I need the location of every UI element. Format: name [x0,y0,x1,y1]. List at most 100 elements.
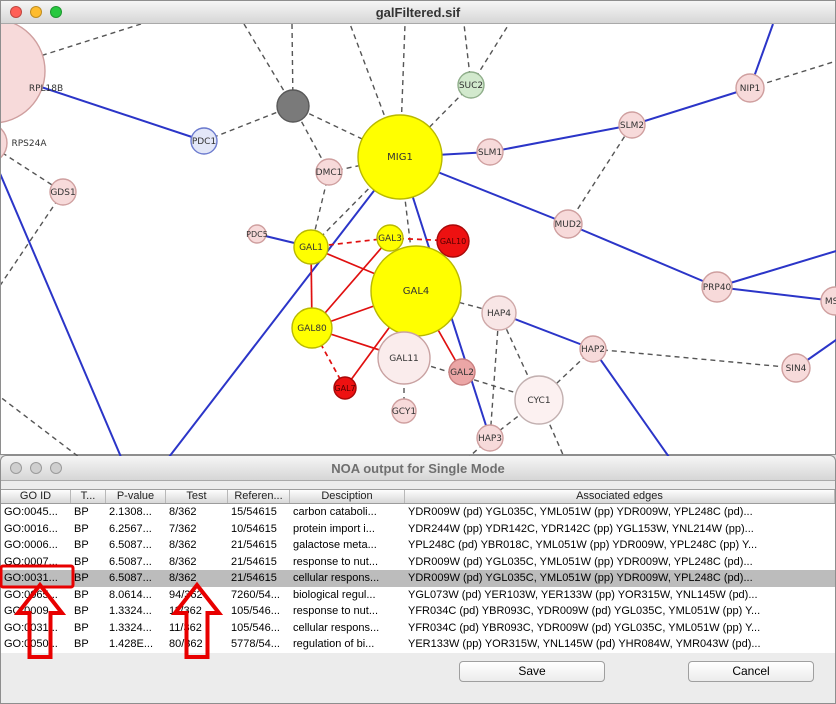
graph-node-label: RPL18B [29,84,63,94]
table-cell: BP [71,570,106,587]
column-header-6[interactable]: Associated edges [405,490,835,503]
table-cell: 6.5087... [106,537,166,554]
column-header-0[interactable]: GO ID [1,490,71,503]
graph-node-label: SLM2 [620,121,644,131]
column-header-5[interactable]: Desciption [290,490,405,503]
zoom-button[interactable] [50,6,62,18]
table-cell: YPL248C (pd) YBR018C, YML051W (pp) YDR00… [405,537,835,554]
table-cell: 15/54615 [228,504,290,521]
table-cell: 105/546... [228,620,290,637]
table-cell: 8.0614... [106,587,166,604]
noa-window-title: NOA output for Single Mode [1,461,835,476]
table-cell: 8/362 [166,504,228,521]
graph-edge[interactable] [490,313,499,438]
table-cell: YDR244W (pp) YDR142C, YDR142C (pp) YGL15… [405,521,835,538]
table-cell: GO:0006... [1,537,71,554]
graph-node-RPS24A[interactable] [1,123,7,163]
table-cell: response to nut... [290,603,405,620]
table-cell: 11/362 [166,603,228,620]
close-button[interactable] [10,6,22,18]
column-header-4[interactable]: Referen... [228,490,290,503]
table-cell: BP [71,620,106,637]
table-row[interactable]: GO:0045...BP2.1308...8/36215/54615carbon… [1,504,835,521]
graph-edge[interactable] [593,349,669,456]
graph-node-label: PDC1 [192,137,216,147]
table-cell: 94/362 [166,587,228,604]
close-button[interactable] [10,462,22,474]
graph-node-RPL18B[interactable] [1,19,45,123]
graph-node-label: CYC1 [527,396,550,406]
graph-node-label: MUD2 [554,220,581,230]
table-cell: 5778/54... [228,636,290,653]
noa-window-titlebar[interactable]: NOA output for Single Mode [1,456,835,481]
table-cell: BP [71,603,106,620]
table-cell: carbon cataboli... [290,504,405,521]
zoom-button[interactable] [50,462,62,474]
table-cell: 6.5087... [106,570,166,587]
table-cell: BP [71,537,106,554]
table-row[interactable]: GO:0007...BP6.5087...8/36221/54615respon… [1,554,835,571]
graph-edge[interactable] [568,125,632,224]
graph-edge[interactable] [169,157,400,456]
graph-edge[interactable] [568,224,717,287]
graph-node-label: DMC1 [316,168,343,178]
table-cell: BP [71,521,106,538]
results-table-header: GO IDT...P-valueTestReferen...Desciption… [1,489,835,504]
table-cell: 8/362 [166,537,228,554]
minimize-button[interactable] [30,462,42,474]
network-window-titlebar[interactable]: galFiltered.sif [1,1,835,24]
table-cell: 21/54615 [228,570,290,587]
table-cell: 1.3324... [106,620,166,637]
table-cell: 2.1308... [106,504,166,521]
graph-edge[interactable] [717,248,836,287]
save-button[interactable]: Save [459,661,605,682]
table-cell: 80/362 [166,636,228,653]
table-cell: 7260/54... [228,587,290,604]
table-cell: 6.2567... [106,521,166,538]
table-cell: GO:0007... [1,554,71,571]
graph-node-label: MIG1 [387,152,413,163]
graph-node-label: GAL4 [403,286,430,297]
table-cell: biological regul... [290,587,405,604]
table-cell: GO:0009... [1,603,71,620]
table-cell: galactose meta... [290,537,405,554]
graph-edge[interactable] [1,393,79,456]
table-cell: 10/54615 [228,521,290,538]
cancel-button[interactable]: Cancel [688,661,814,682]
minimize-button[interactable] [30,6,42,18]
table-cell: BP [71,587,106,604]
table-cell: 1.428E... [106,636,166,653]
graph-edge[interactable] [717,287,835,301]
table-cell: cellular respons... [290,620,405,637]
table-cell: 7/362 [166,521,228,538]
table-cell: GO:0045... [1,504,71,521]
table-row[interactable]: GO:0031...BP6.5087...8/36221/54615cellul… [1,570,835,587]
graph-edge[interactable] [1,192,63,293]
graph-edge[interactable] [632,88,750,125]
table-row[interactable]: GO:0009...BP1.3324...11/362105/546...res… [1,603,835,620]
table-row[interactable]: GO:0016...BP6.2567...7/36210/54615protei… [1,521,835,538]
graph-node-GRAY1[interactable] [277,90,309,122]
table-row[interactable]: GO:0031...BP1.3324...11/362105/546...cel… [1,620,835,637]
table-cell: regulation of bi... [290,636,405,653]
network-graph: RPL18BRPS24AGDS1PDC1DMC1MIG1SUC2SLM1SLM2… [1,1,836,456]
table-row[interactable]: GO:0065...BP8.0614...94/3627260/54...bio… [1,587,835,604]
column-header-2[interactable]: P-value [106,490,166,503]
graph-edge[interactable] [490,125,632,152]
column-header-3[interactable]: Test [166,490,228,503]
table-row[interactable]: GO:0050...BP1.428E...80/3625778/54...reg… [1,636,835,653]
table-cell: cellular respons... [290,570,405,587]
graph-node-label: SIN4 [786,364,807,374]
column-header-1[interactable]: T... [71,490,106,503]
table-row[interactable]: GO:0006...BP6.5087...8/36221/54615galact… [1,537,835,554]
table-cell: response to nut... [290,554,405,571]
table-cell: 8/362 [166,554,228,571]
graph-edge[interactable] [593,349,796,368]
network-window: RPL18BRPS24AGDS1PDC1DMC1MIG1SUC2SLM1SLM2… [0,0,836,455]
graph-node-label: HAP3 [478,434,502,444]
graph-node-label: PDC5 [246,230,268,239]
table-cell: 6.5087... [106,554,166,571]
table-cell: YDR009W (pd) YGL035C, YML051W (pp) YDR00… [405,554,835,571]
table-cell: YFR034C (pd) YBR093C, YDR009W (pd) YGL03… [405,603,835,620]
table-cell: 105/546... [228,603,290,620]
